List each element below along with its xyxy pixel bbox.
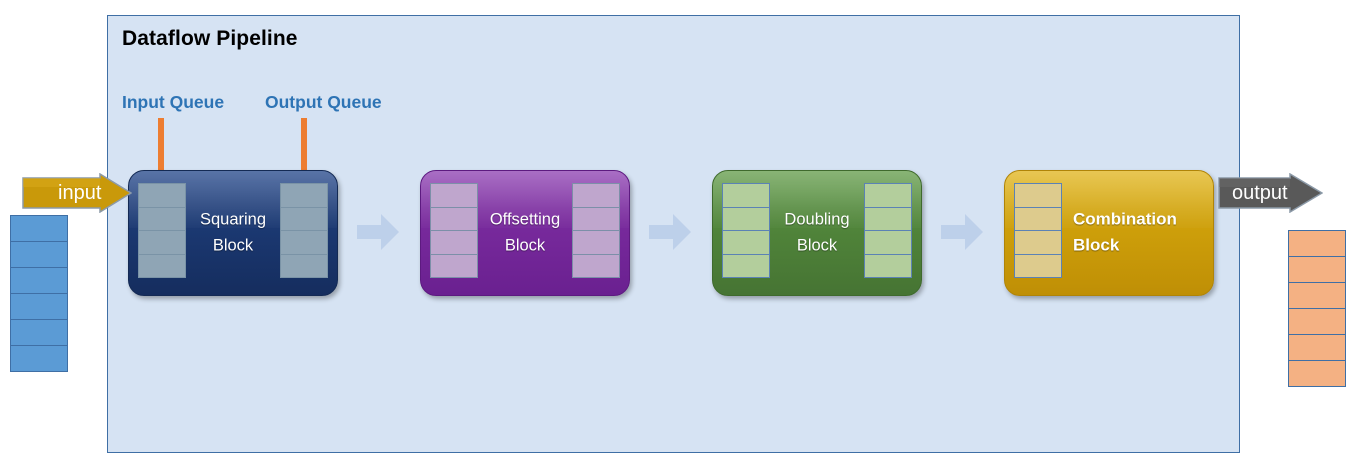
queue-cell: [1014, 206, 1062, 231]
block-2-input-queue: [430, 183, 478, 278]
block-3-output-queue: [864, 183, 912, 278]
queue-cell: [572, 206, 620, 231]
queue-cell: [1288, 334, 1346, 361]
block-doubling[interactable]: Doubling Block: [712, 170, 922, 296]
queue-cell: [722, 230, 770, 255]
queue-cell: [1014, 183, 1062, 208]
queue-cell: [10, 267, 68, 294]
input-arrow: input: [22, 173, 132, 213]
queue-cell: [280, 253, 328, 278]
queue-cell: [10, 241, 68, 268]
block-label-line2: Block: [1073, 236, 1120, 255]
block-combination-label: Combination Block: [1073, 207, 1205, 260]
queue-cell: [280, 230, 328, 255]
queue-cell: [722, 183, 770, 208]
queue-cell: [280, 206, 328, 231]
block-squaring-label: Squaring Block: [186, 207, 280, 258]
block-2-output-queue: [572, 183, 620, 278]
queue-cell: [280, 183, 328, 208]
block-label-line1: Squaring: [199, 210, 267, 229]
block-squaring[interactable]: Squaring Block: [128, 170, 338, 296]
external-output-queue: [1288, 230, 1346, 387]
queue-cell: [138, 183, 186, 208]
queue-cell: [430, 183, 478, 208]
block-doubling-label: Doubling Block: [770, 207, 864, 258]
block-1-output-queue: [280, 183, 328, 278]
queue-cell: [10, 215, 68, 242]
connector-arrow-3: [939, 209, 985, 255]
block-offsetting-label: Offsetting Block: [478, 207, 572, 258]
queue-cell: [572, 230, 620, 255]
queue-cell: [10, 319, 68, 346]
queue-cell: [864, 253, 912, 278]
connector-arrow-1: [355, 209, 401, 255]
queue-cell: [430, 206, 478, 231]
queue-cell: [1014, 230, 1062, 255]
queue-cell: [572, 183, 620, 208]
queue-cell: [722, 253, 770, 278]
connector-arrow-2: [647, 209, 693, 255]
queue-cell: [1288, 230, 1346, 257]
queue-cell: [864, 230, 912, 255]
queue-cell: [864, 206, 912, 231]
queue-cell: [1288, 282, 1346, 309]
block-combination[interactable]: Combination Block: [1004, 170, 1214, 296]
queue-cell: [10, 293, 68, 320]
block-1-input-queue: [138, 183, 186, 278]
queue-cell: [864, 183, 912, 208]
queue-cell: [138, 206, 186, 231]
block-label-line2: Block: [504, 236, 546, 254]
block-3-input-queue: [722, 183, 770, 278]
queue-cell: [722, 206, 770, 231]
block-label-line1: Offsetting: [489, 210, 561, 229]
external-input-queue: [10, 215, 68, 372]
queue-cell: [1288, 308, 1346, 335]
block-label-line1: Combination: [1073, 209, 1177, 229]
output-arrow: output: [1218, 173, 1323, 213]
block-offsetting[interactable]: Offsetting Block: [420, 170, 630, 296]
queue-cell: [138, 230, 186, 255]
page-title: Dataflow Pipeline: [122, 27, 298, 50]
input-arrow-label: input: [58, 181, 102, 204]
annotation-arrow-output-queue: [297, 118, 311, 189]
block-label-line2: Block: [212, 236, 254, 254]
queue-cell: [430, 230, 478, 255]
queue-cell: [1288, 360, 1346, 387]
output-arrow-label: output: [1232, 181, 1288, 204]
annotation-label-input-queue: Input Queue: [122, 92, 225, 112]
queue-cell: [1288, 256, 1346, 283]
queue-cell: [430, 253, 478, 278]
queue-cell: [10, 345, 68, 372]
queue-cell: [138, 253, 186, 278]
block-label-line1: Doubling: [784, 210, 850, 229]
block-4-input-queue: [1014, 183, 1062, 278]
annotation-label-output-queue: Output Queue: [265, 92, 382, 112]
queue-cell: [1014, 253, 1062, 278]
block-label-line2: Block: [796, 236, 838, 254]
annotation-arrow-input-queue: [154, 118, 168, 189]
queue-cell: [572, 253, 620, 278]
